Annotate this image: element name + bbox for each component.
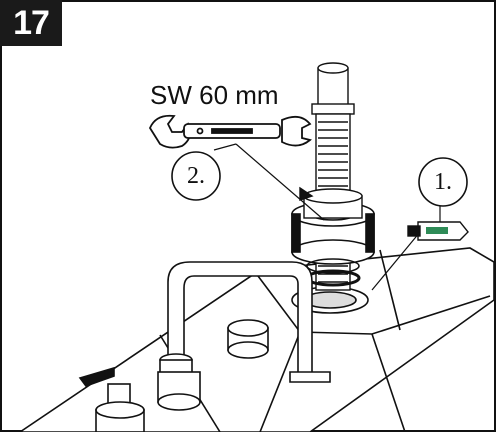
callout-circle-2 [171, 151, 221, 201]
leader-lines [213, 143, 441, 291]
callout-step-1: 1. [434, 169, 452, 195]
open-end-wrench [148, 114, 312, 149]
threaded-collar [299, 186, 363, 219]
faucet-escutcheons [157, 319, 269, 411]
wrench-size-label: SW 60 mm [150, 80, 279, 110]
step-number-badge: 17 [0, 0, 62, 46]
grease-tube [407, 221, 469, 241]
faucet-handle [78, 366, 145, 432]
callout-step-2: 2. [187, 163, 205, 189]
callout-circle-1 [418, 157, 468, 207]
